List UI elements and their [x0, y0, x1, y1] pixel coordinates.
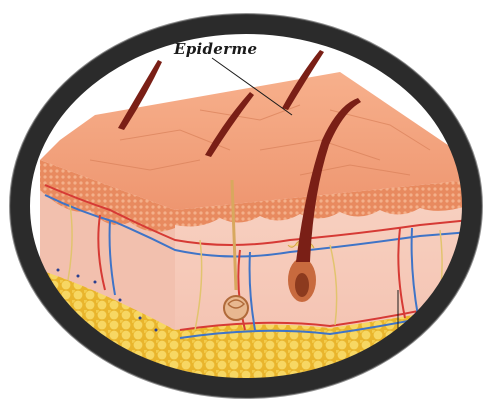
epidermis-label: Epiderme [174, 40, 257, 58]
